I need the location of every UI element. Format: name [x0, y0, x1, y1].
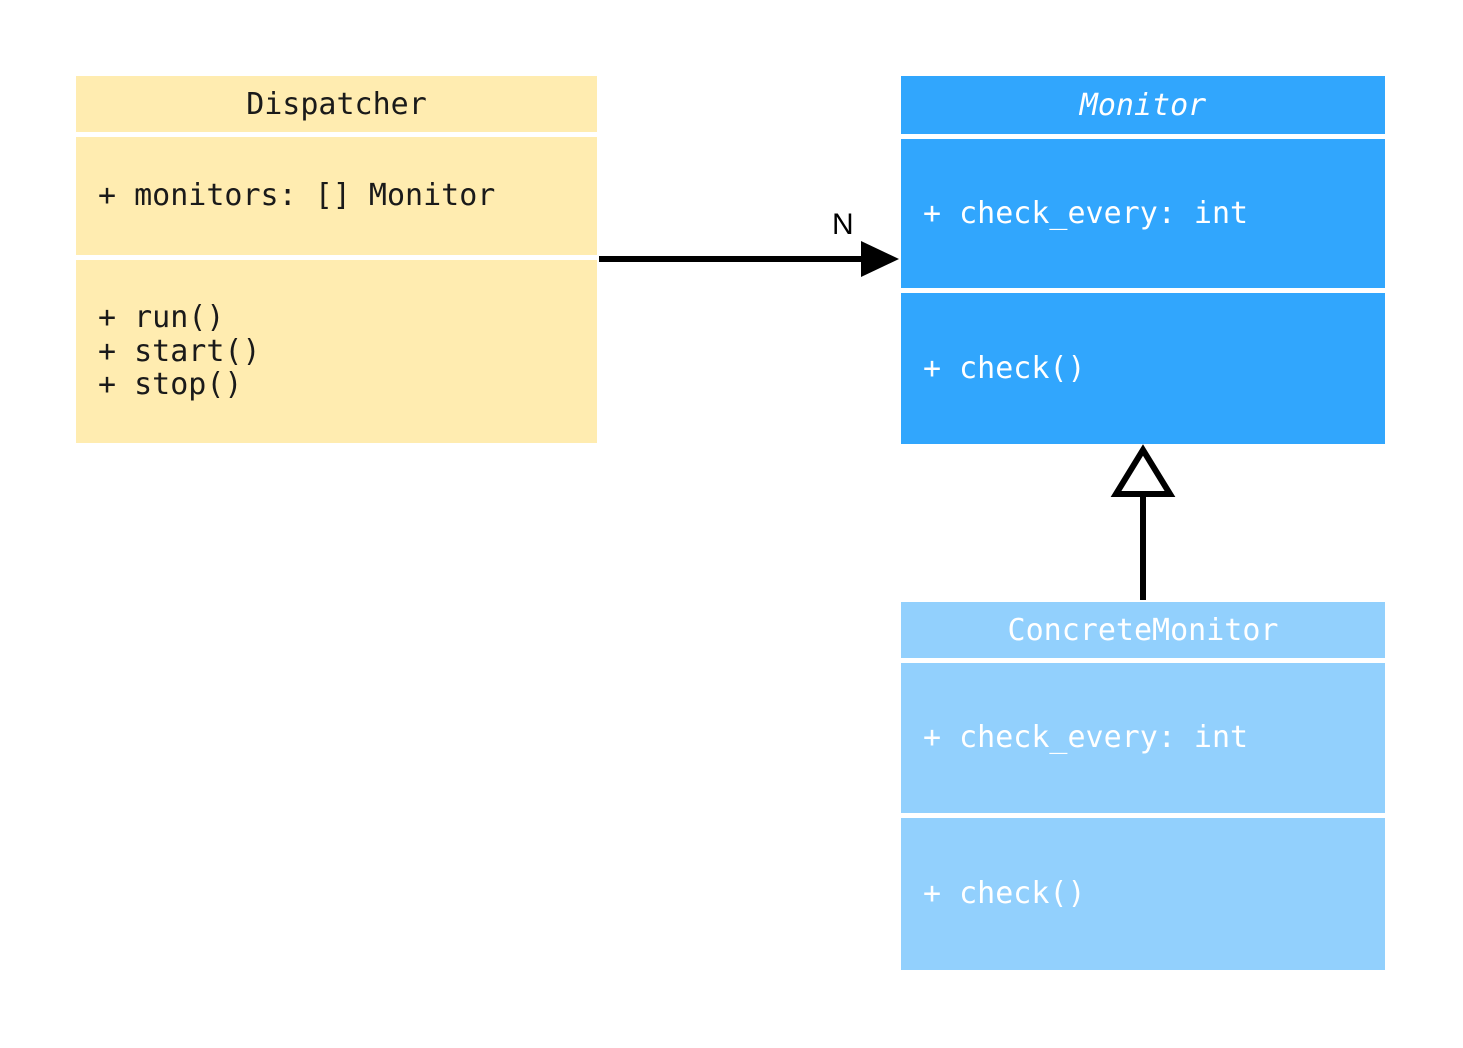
- compartment-divider: [901, 658, 1385, 663]
- class-methods-dispatcher: + run() + start() + stop(): [76, 260, 597, 443]
- inheritance-concretemonitor-monitor: [1110, 444, 1176, 600]
- class-attributes-dispatcher: + monitors: [] Monitor: [76, 137, 597, 255]
- attribute-row: + check_every: int: [923, 195, 1249, 231]
- filled-arrowhead-icon: [861, 241, 899, 277]
- compartment-divider: [901, 134, 1385, 139]
- compartment-divider: [901, 288, 1385, 293]
- association-dispatcher-monitor: [599, 241, 899, 277]
- method-row: + start(): [98, 333, 261, 369]
- method-row: + check(): [923, 876, 1086, 912]
- class-title-monitor: Monitor: [901, 76, 1385, 134]
- method-row: + check(): [923, 350, 1086, 386]
- class-methods-monitor: + check(): [901, 293, 1385, 444]
- compartment-divider: [76, 132, 597, 137]
- uml-class-concretemonitor[interactable]: ConcreteMonitor + check_every: int + che…: [901, 602, 1385, 970]
- class-methods-concretemonitor: + check(): [901, 818, 1385, 970]
- class-attributes-concretemonitor: + check_every: int: [901, 663, 1385, 813]
- attribute-row: + check_every: int: [923, 720, 1249, 756]
- uml-class-monitor[interactable]: Monitor + check_every: int + check(): [901, 76, 1385, 444]
- compartment-divider: [901, 813, 1385, 818]
- compartment-divider: [76, 255, 597, 260]
- class-title-concretemonitor: ConcreteMonitor: [901, 602, 1385, 658]
- association-multiplicity-label: N: [832, 208, 854, 241]
- method-row: + run(): [98, 300, 225, 336]
- uml-class-dispatcher[interactable]: Dispatcher + monitors: [] Monitor + run(…: [76, 76, 597, 445]
- hollow-triangle-arrowhead-icon: [1110, 444, 1176, 497]
- class-attributes-monitor: + check_every: int: [901, 139, 1385, 288]
- method-row: + stop(): [98, 367, 243, 403]
- class-title-dispatcher: Dispatcher: [76, 76, 597, 132]
- attribute-row: + monitors: [] Monitor: [98, 178, 496, 214]
